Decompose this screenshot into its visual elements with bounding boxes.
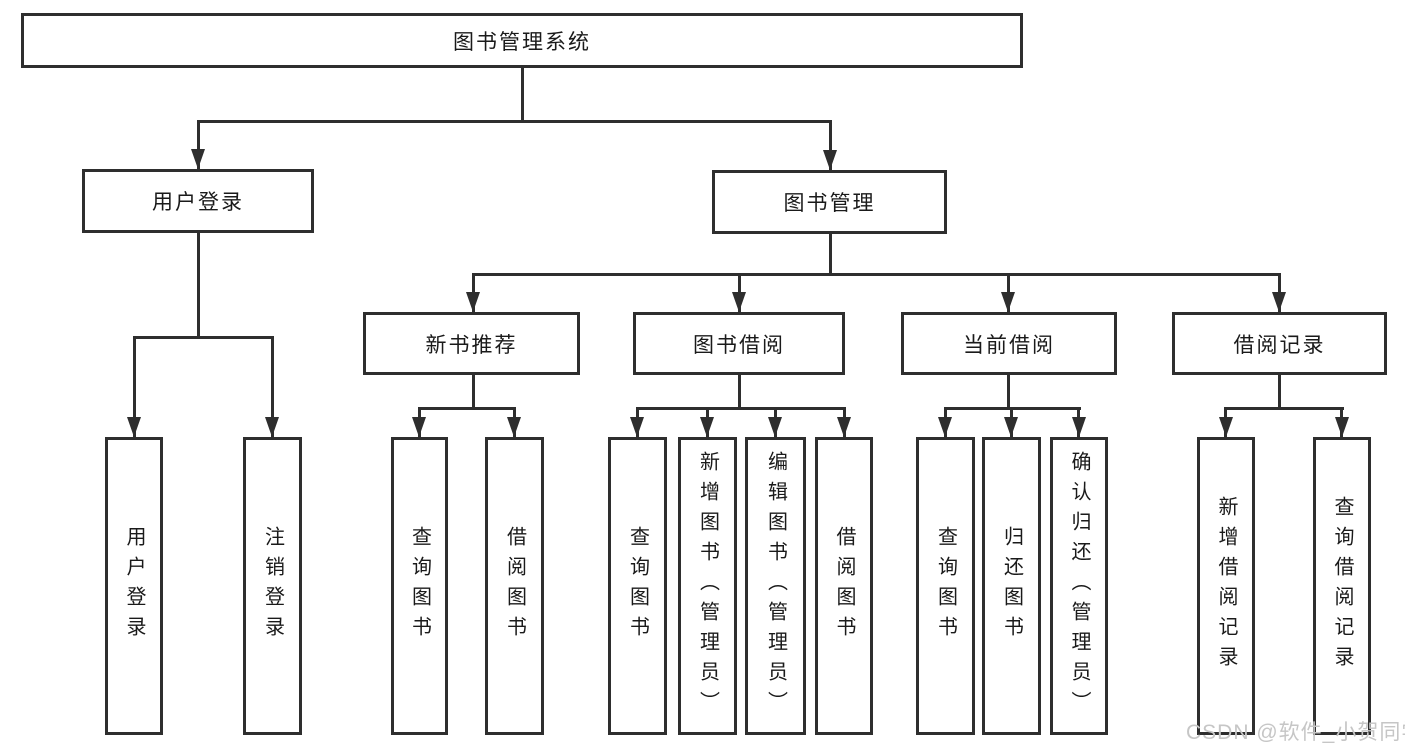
- connector-stem: [196, 120, 200, 169]
- leaf-query-books-2-label: 查询图书: [626, 526, 649, 646]
- arrow-down-icon: [127, 417, 141, 437]
- arrow-down-icon: [412, 417, 426, 437]
- connector-bookmgmt-drop: [828, 234, 832, 273]
- node-book-management: 图书管理: [712, 170, 947, 234]
- node-user-login-label: 用户登录: [152, 191, 244, 214]
- arrow-down-icon: [630, 417, 644, 437]
- arrow-down-icon: [1219, 417, 1233, 437]
- node-root-label: 图书管理系统: [453, 30, 591, 54]
- arrow-down-icon: [768, 417, 782, 437]
- connector-root-bus: [196, 120, 832, 123]
- connector-stem: [132, 336, 136, 437]
- node-book-borrow-label: 图书借阅: [693, 333, 785, 357]
- connector-records-bus: [1224, 407, 1344, 410]
- node-book-borrow: 图书借阅: [633, 312, 845, 375]
- arrow-down-icon: [1004, 417, 1018, 437]
- leaf-borrow-books-1: 借阅图书: [485, 437, 544, 735]
- leaf-borrow-books-2: 借阅图书: [815, 437, 873, 735]
- connector-current-drop: [1006, 375, 1010, 407]
- leaf-query-borrow-record-label: 查询借阅记录: [1331, 496, 1353, 676]
- connector-root-drop: [520, 68, 524, 120]
- connector-userlogin-bus: [132, 336, 274, 339]
- leaf-query-books-1-label: 查询图书: [408, 526, 431, 646]
- leaf-query-books-3-label: 查询图书: [934, 526, 957, 646]
- arrow-down-icon: [466, 292, 480, 312]
- connector-borrow-drop: [737, 375, 741, 407]
- arrow-down-icon: [938, 417, 952, 437]
- arrow-down-icon: [823, 150, 837, 170]
- arrow-down-icon: [732, 292, 746, 312]
- connector-bookmgmt-bus: [471, 273, 1281, 276]
- leaf-edit-books-admin: 编辑图书（管理员）: [745, 437, 806, 735]
- arrow-down-icon: [1335, 417, 1349, 437]
- leaf-borrow-books-2-label: 借阅图书: [833, 526, 855, 646]
- leaf-user-login-label: 用户登录: [123, 526, 145, 646]
- leaf-logout: 注销登录: [243, 437, 302, 735]
- arrow-down-icon: [507, 417, 521, 437]
- arrow-down-icon: [700, 417, 714, 437]
- leaf-user-login: 用户登录: [105, 437, 163, 735]
- leaf-add-books-admin-label: 新增图书（管理员）: [696, 451, 719, 721]
- connector-stem: [270, 336, 274, 437]
- leaf-query-books-3: 查询图书: [916, 437, 975, 735]
- leaf-add-borrow-record-label: 新增借阅记录: [1215, 496, 1237, 676]
- leaf-confirm-return-admin-label: 确认归还（管理员）: [1068, 451, 1090, 721]
- leaf-borrow-books-1-label: 借阅图书: [503, 526, 526, 646]
- connector-records-drop: [1277, 375, 1281, 407]
- leaf-edit-books-admin-label: 编辑图书（管理员）: [764, 451, 787, 721]
- leaf-return-books-label: 归还图书: [1000, 526, 1023, 646]
- leaf-logout-label: 注销登录: [261, 526, 284, 646]
- arrow-down-icon: [1001, 292, 1015, 312]
- connector-newbook-drop: [471, 375, 475, 407]
- connector-userlogin-drop: [196, 233, 200, 336]
- node-new-book-recommend: 新书推荐: [363, 312, 580, 375]
- node-book-management-label: 图书管理: [783, 192, 876, 215]
- arrow-down-icon: [191, 149, 205, 169]
- connector-borrow-bus: [636, 407, 846, 410]
- leaf-query-books-2: 查询图书: [608, 437, 667, 735]
- arrow-down-icon: [1272, 292, 1286, 312]
- leaf-add-borrow-record: 新增借阅记录: [1197, 437, 1255, 735]
- connector-newbook-bus: [418, 407, 516, 410]
- arrow-down-icon: [837, 417, 851, 437]
- node-borrow-records: 借阅记录: [1172, 312, 1387, 375]
- leaf-return-books: 归还图书: [982, 437, 1041, 735]
- arrow-down-icon: [265, 417, 279, 437]
- leaf-query-borrow-record: 查询借阅记录: [1313, 437, 1371, 735]
- node-borrow-records-label: 借阅记录: [1233, 333, 1326, 357]
- leaf-add-books-admin: 新增图书（管理员）: [678, 437, 737, 735]
- csdn-watermark: CSDN @软件_小贺同学: [1186, 721, 1405, 744]
- node-current-borrow-label: 当前借阅: [963, 333, 1055, 357]
- connector-stem: [828, 120, 832, 170]
- leaf-confirm-return-admin: 确认归还（管理员）: [1050, 437, 1108, 735]
- node-new-book-recommend-label: 新书推荐: [425, 333, 518, 357]
- leaf-query-books-1: 查询图书: [391, 437, 448, 735]
- node-current-borrow: 当前借阅: [901, 312, 1117, 375]
- arrow-down-icon: [1072, 417, 1086, 437]
- node-user-login: 用户登录: [82, 169, 314, 233]
- node-root: 图书管理系统: [21, 13, 1023, 68]
